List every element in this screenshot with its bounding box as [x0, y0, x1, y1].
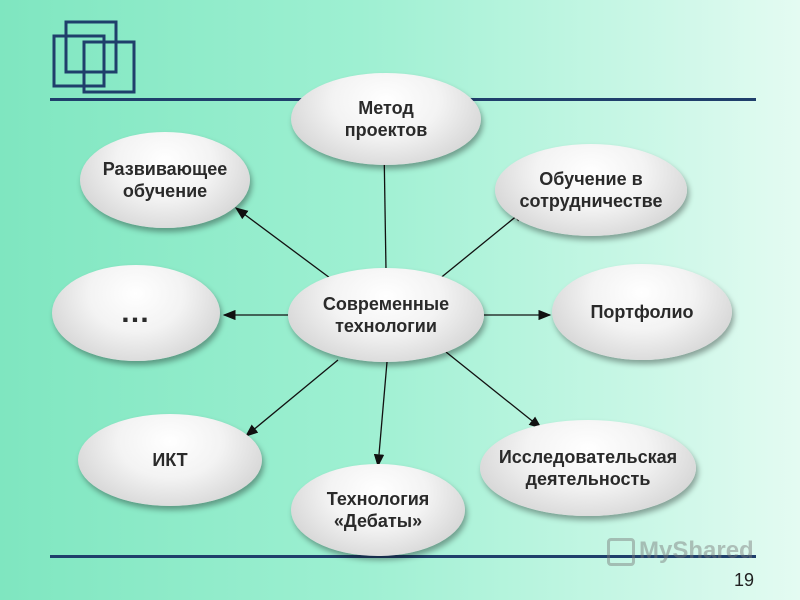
arrow-to-ict — [244, 359, 339, 437]
node-ict: ИКТ — [78, 414, 262, 506]
node-cooperation: Обучение в сотрудничестве — [495, 144, 687, 236]
arrow-to-project-method — [378, 143, 390, 271]
arrow-to-cooperation — [437, 209, 526, 281]
node-research: Исследовательская деятельность — [480, 420, 696, 516]
page-number: 19 — [733, 570, 754, 590]
node-debates: Технология «Дебаты» — [291, 464, 465, 556]
logo-squares-icon — [52, 20, 136, 94]
node-ellipsis: … — [52, 265, 220, 361]
node-center: Современные технологии — [288, 268, 484, 362]
arrow-to-research — [445, 351, 543, 429]
bottom-divider — [50, 555, 756, 558]
watermark-text: MyShared — [639, 537, 754, 564]
arrow-to-developmental — [234, 207, 331, 279]
watermark: MyShared — [607, 537, 754, 566]
node-portfolio: Портфолио — [552, 264, 732, 360]
arrow-to-debates — [373, 361, 388, 468]
node-project-method: Метод проектов — [291, 73, 481, 165]
watermark-icon — [607, 537, 635, 566]
node-developmental: Развивающее обучение — [80, 132, 250, 228]
